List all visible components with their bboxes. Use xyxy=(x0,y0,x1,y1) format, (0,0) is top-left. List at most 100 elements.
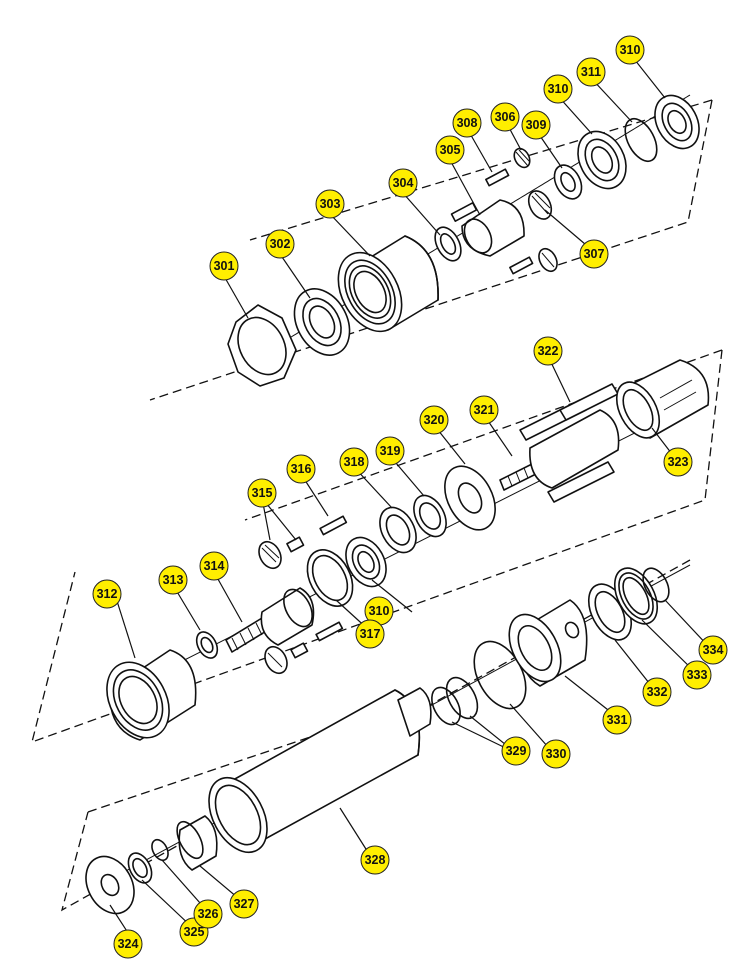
callout-330: 330 xyxy=(541,739,571,769)
callout-317: 317 xyxy=(355,619,385,649)
callout-327: 327 xyxy=(229,889,259,919)
callout-312: 312 xyxy=(92,579,122,609)
callout-310-b: 310 xyxy=(615,35,645,65)
callout-320: 320 xyxy=(419,405,449,435)
part-312-housing xyxy=(106,649,197,741)
callout-311: 311 xyxy=(576,57,606,87)
callout-332: 332 xyxy=(642,677,672,707)
part-309-washer xyxy=(553,164,583,200)
axis-lines xyxy=(99,94,701,886)
svg-text:312: 312 xyxy=(97,587,118,601)
callout-310-c: 310 xyxy=(364,596,394,626)
svg-text:313: 313 xyxy=(163,573,184,587)
svg-text:318: 318 xyxy=(344,455,365,469)
part-334-retaining-ring xyxy=(642,567,670,603)
part-317-ring xyxy=(306,549,354,607)
part-328-motor-housing xyxy=(208,687,432,854)
svg-text:302: 302 xyxy=(270,237,291,251)
svg-text:330: 330 xyxy=(546,747,567,761)
svg-text:319: 319 xyxy=(380,444,401,458)
callout-322: 322 xyxy=(533,336,563,366)
svg-text:303: 303 xyxy=(320,197,341,211)
part-305-planet-carrier xyxy=(450,199,525,257)
part-323-cylinder xyxy=(615,359,710,439)
svg-text:321: 321 xyxy=(474,403,495,417)
svg-text:328: 328 xyxy=(365,853,386,867)
svg-text:305: 305 xyxy=(440,143,461,157)
callout-306: 306 xyxy=(490,102,520,132)
part-325-bushing xyxy=(127,852,153,884)
part-322-vanes xyxy=(519,383,619,503)
callouts: 301 302 303 304 305 306 307 308 309 310 … xyxy=(92,35,728,959)
part-318-spacer xyxy=(379,506,417,554)
part-320-end-plate xyxy=(444,465,496,531)
callout-314: 314 xyxy=(199,551,229,581)
part-327-sleeve xyxy=(176,815,218,871)
callout-318: 318 xyxy=(339,447,369,477)
callout-329: 329 xyxy=(501,736,531,766)
callout-326: 326 xyxy=(193,899,223,929)
callout-334: 334 xyxy=(698,635,728,665)
svg-text:327: 327 xyxy=(234,897,255,911)
part-324-end-cap xyxy=(85,855,135,915)
callout-328: 328 xyxy=(360,845,390,875)
callout-333: 333 xyxy=(682,660,712,690)
part-315-needle-bearing xyxy=(258,536,309,675)
svg-text:317: 317 xyxy=(360,627,381,641)
part-314-spindle xyxy=(225,587,315,653)
svg-text:316: 316 xyxy=(291,462,312,476)
svg-text:324: 324 xyxy=(118,937,139,951)
section-frames xyxy=(31,99,723,912)
svg-text:320: 320 xyxy=(424,413,445,427)
svg-text:307: 307 xyxy=(584,247,605,261)
svg-text:334: 334 xyxy=(703,643,724,657)
part-307-planet-gear xyxy=(527,190,558,273)
svg-text:329: 329 xyxy=(506,744,527,758)
callout-313: 313 xyxy=(158,565,188,595)
part-301-nut xyxy=(227,304,297,387)
svg-text:315: 315 xyxy=(252,486,273,500)
svg-text:309: 309 xyxy=(526,118,547,132)
callout-309: 309 xyxy=(521,110,551,140)
svg-text:323: 323 xyxy=(668,455,689,469)
svg-text:310: 310 xyxy=(620,43,641,57)
callout-305: 305 xyxy=(435,135,465,165)
callout-307: 307 xyxy=(579,239,609,269)
svg-text:310: 310 xyxy=(548,82,569,96)
svg-text:308: 308 xyxy=(457,116,478,130)
part-310-bearing-top-a xyxy=(577,130,627,190)
part-319-bearing xyxy=(413,494,447,538)
callout-310-a: 310 xyxy=(543,74,573,104)
svg-text:325: 325 xyxy=(184,925,205,939)
callout-308: 308 xyxy=(452,108,482,138)
part-303-ring-gear xyxy=(337,235,439,333)
callout-324: 324 xyxy=(113,929,143,959)
part-331-rear-housing xyxy=(508,599,588,687)
svg-text:331: 331 xyxy=(607,713,628,727)
callout-323: 323 xyxy=(663,447,693,477)
svg-text:310: 310 xyxy=(369,604,390,618)
svg-text:332: 332 xyxy=(647,685,668,699)
callout-304: 304 xyxy=(388,168,418,198)
svg-text:333: 333 xyxy=(687,668,708,682)
part-321-rotor xyxy=(499,409,620,491)
part-310-bearing-top-b xyxy=(654,94,700,150)
svg-text:326: 326 xyxy=(198,907,219,921)
part-304-washer xyxy=(434,226,462,262)
svg-text:306: 306 xyxy=(495,110,516,124)
svg-text:322: 322 xyxy=(538,344,559,358)
svg-text:301: 301 xyxy=(214,259,235,273)
part-326-washer xyxy=(151,838,169,862)
part-333-muffler-screen xyxy=(613,567,659,625)
part-313-washer xyxy=(195,631,219,659)
callout-301: 301 xyxy=(209,251,239,281)
callout-321: 321 xyxy=(469,395,499,425)
callout-303: 303 xyxy=(315,189,345,219)
callout-331: 331 xyxy=(602,705,632,735)
svg-text:311: 311 xyxy=(581,65,601,79)
part-306-planet-gear xyxy=(513,147,531,169)
part-316-pin xyxy=(315,515,348,642)
svg-text:304: 304 xyxy=(393,176,414,190)
part-308-pin xyxy=(485,168,534,275)
